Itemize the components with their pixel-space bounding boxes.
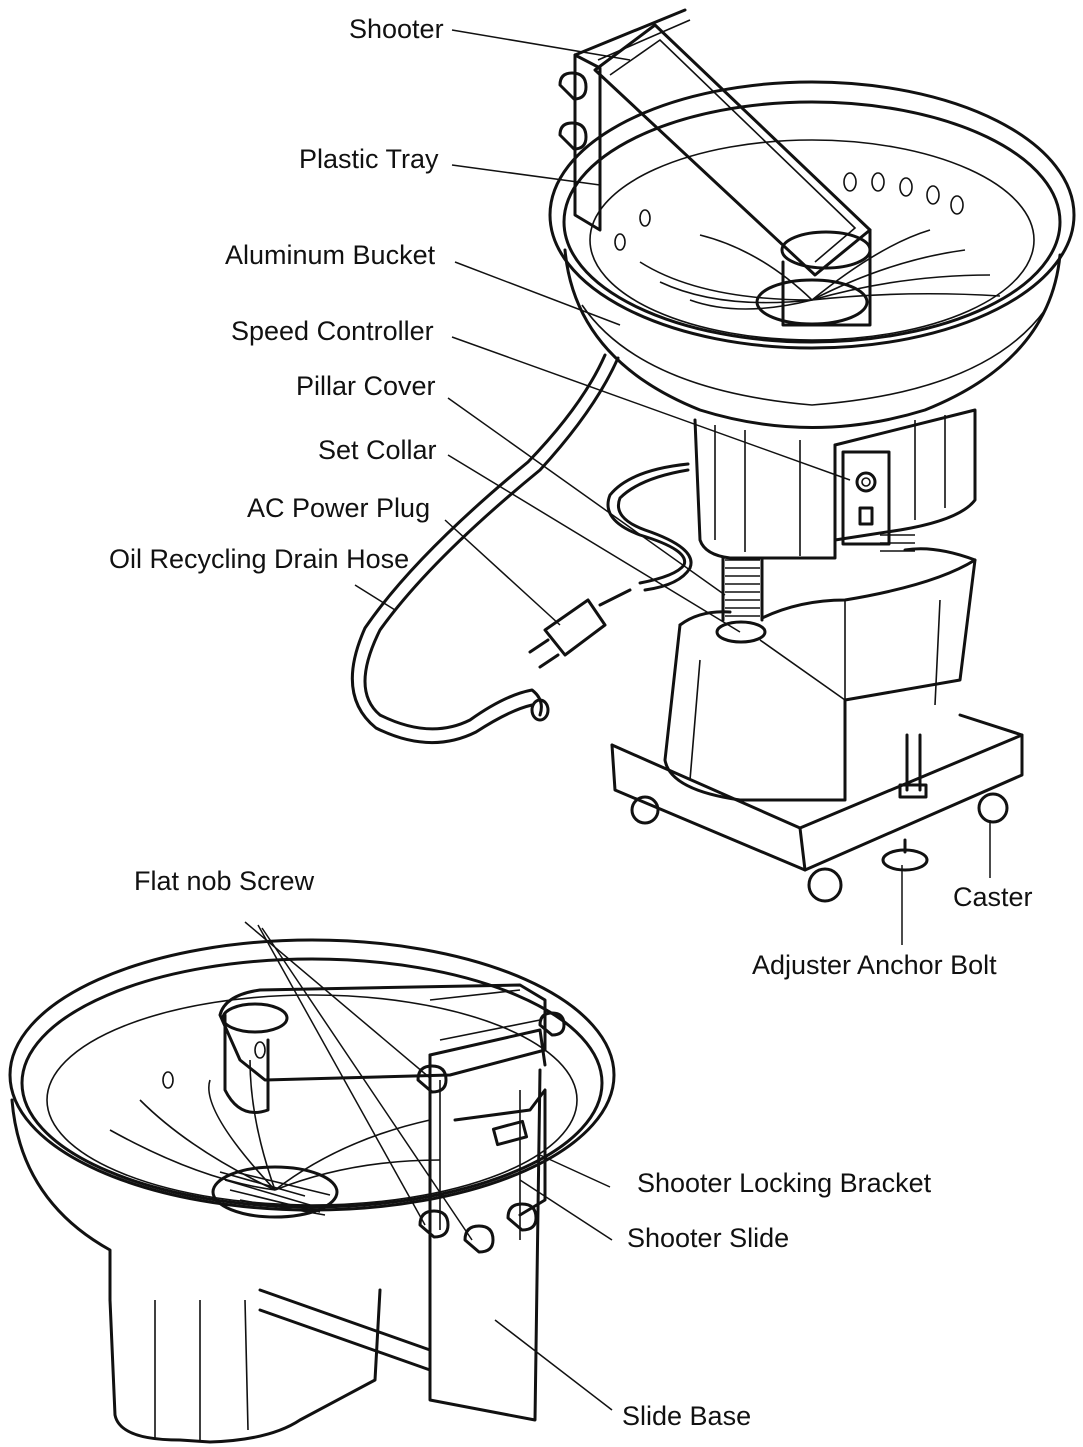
label-ac-power-plug: AC Power Plug bbox=[247, 493, 431, 523]
label-shooter-locking-bracket: Shooter Locking Bracket bbox=[637, 1168, 932, 1198]
label-set-collar: Set Collar bbox=[318, 435, 437, 465]
label-oil-recycling-drain-hose: Oil Recycling Drain Hose bbox=[109, 544, 410, 574]
label-speed-controller: Speed Controller bbox=[231, 316, 434, 346]
label-aluminum-bucket: Aluminum Bucket bbox=[225, 240, 436, 270]
label-caster: Caster bbox=[953, 882, 1033, 912]
label-slide-base: Slide Base bbox=[622, 1401, 752, 1431]
label-pillar-cover: Pillar Cover bbox=[296, 371, 436, 401]
upper-machine-drawing bbox=[350, 8, 1076, 903]
leader-lines bbox=[244, 29, 991, 1411]
label-flat-nob-screw: Flat nob Screw bbox=[134, 866, 315, 896]
label-adjuster-anchor-bolt: Adjuster Anchor Bolt bbox=[752, 950, 997, 980]
label-plastic-tray: Plastic Tray bbox=[299, 144, 439, 174]
label-shooter-slide: Shooter Slide bbox=[627, 1223, 790, 1253]
label-shooter: Shooter bbox=[349, 14, 444, 44]
lower-machine-drawing bbox=[8, 938, 616, 1444]
